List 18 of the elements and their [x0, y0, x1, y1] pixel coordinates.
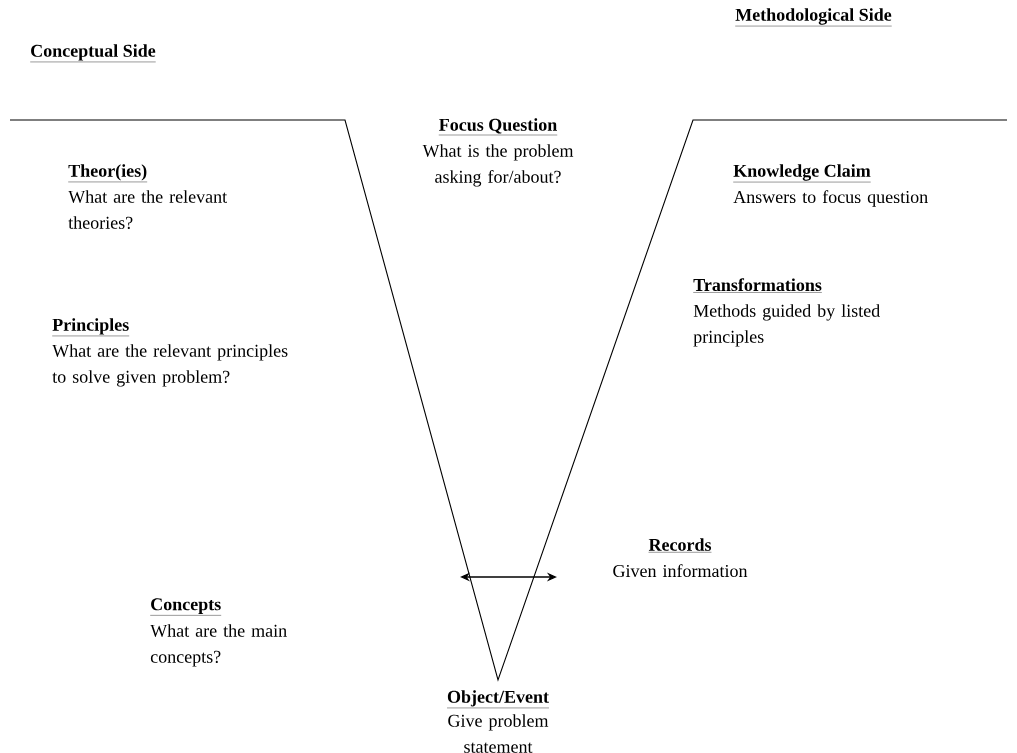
- side-title: Methodological Side: [735, 8, 892, 27]
- section-heading: Concepts: [150, 598, 222, 616]
- description-text: Give problem statement: [448, 714, 549, 753]
- description-text: Answers to focus question: [733, 190, 928, 207]
- section-heading: Principles: [52, 318, 130, 337]
- section-heading: Focus Question: [438, 118, 558, 136]
- description-text: Methods guided by listed principles: [693, 304, 880, 347]
- description-text: What are the main concepts?: [150, 624, 287, 667]
- section-heading: Theor(ies): [68, 164, 148, 183]
- section-heading: Knowledge Claim: [733, 164, 871, 183]
- description-text: What is the problem asking for/about?: [422, 144, 574, 187]
- section-heading: Transformations: [693, 278, 823, 293]
- section-heading: Object/Event: [446, 690, 550, 709]
- description-text: What are the relevant principles to solve given problem?: [52, 344, 288, 387]
- description-text: Given information: [613, 564, 748, 578]
- section-heading: Records: [648, 538, 712, 553]
- description-text: What are the relevant theories?: [68, 190, 227, 229]
- side-title: Conceptual Side: [30, 44, 156, 63]
